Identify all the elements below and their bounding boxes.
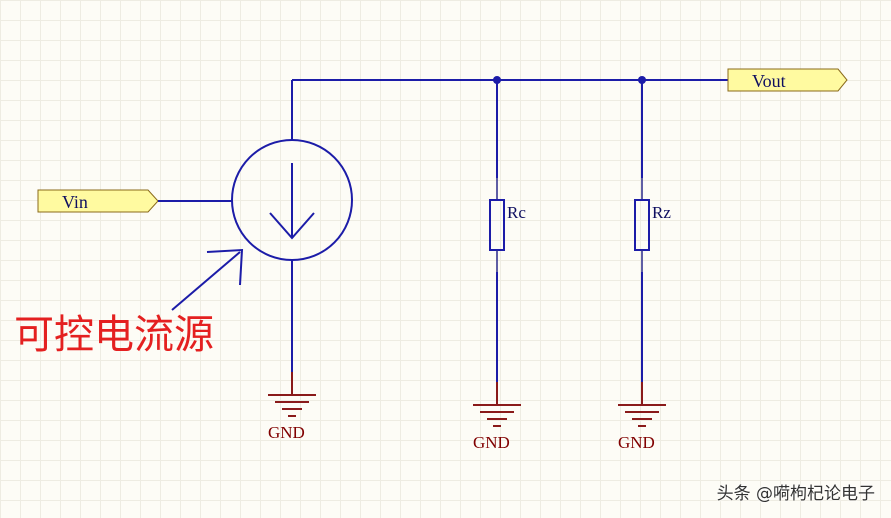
resistor-rz[interactable]: Rz <box>634 80 671 382</box>
ground-symbol-source: GND <box>268 372 316 442</box>
vout-label: Vout <box>752 71 786 91</box>
ground-symbol-rc: GND <box>473 382 521 452</box>
output-net <box>291 76 728 140</box>
vout-port[interactable]: Vout <box>727 68 848 92</box>
controlled-current-source-annotation: 可控电流源 <box>14 312 214 358</box>
watermark: 头条 @嗬枸杞论电子 <box>716 484 875 504</box>
resistor-rc[interactable]: Rc <box>489 80 526 382</box>
vin-port[interactable]: Vin <box>37 189 159 213</box>
rz-label: Rz <box>652 203 671 222</box>
ground-symbol-rz: GND <box>618 382 666 452</box>
rc-label: Rc <box>507 203 526 222</box>
vin-label: Vin <box>62 192 88 212</box>
gnd-label-rc: GND <box>473 433 510 452</box>
gnd-label-source: GND <box>268 423 305 442</box>
annotation-arrow <box>171 248 244 311</box>
gnd-label-rz: GND <box>618 433 655 452</box>
controlled-current-source[interactable] <box>231 139 353 372</box>
